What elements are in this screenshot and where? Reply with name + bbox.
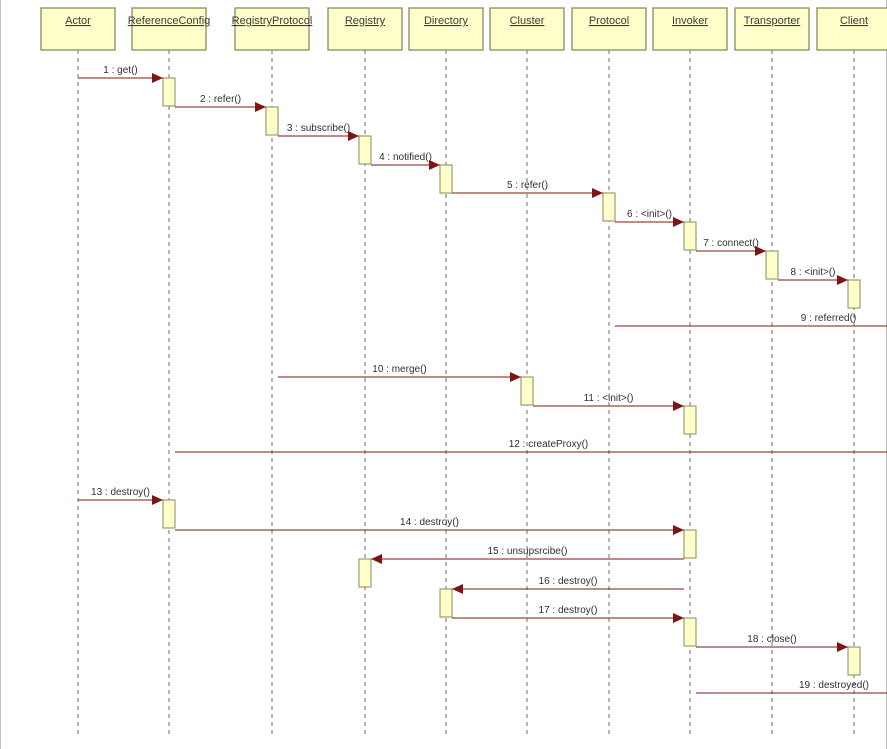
- activation-invoker-10: [683, 405, 697, 435]
- activation-invoker-15: [683, 617, 697, 647]
- activation-client-16: [847, 646, 861, 676]
- message-2-arrowhead: [255, 102, 266, 112]
- message-4-arrowhead: [429, 160, 440, 170]
- lifeline-invoker-label: Invoker: [672, 15, 708, 27]
- message-15-arrowhead: [371, 554, 382, 564]
- lifeline-registry-label: Registry: [345, 15, 386, 27]
- message-16: 16 : destroy(): [452, 576, 684, 594]
- message-2-label: 2 : refer(): [200, 94, 241, 105]
- lifeline-actor-box[interactable]: [40, 7, 116, 51]
- lifeline-protocol-box[interactable]: [571, 7, 647, 51]
- lifeline-directory-label: Directory: [424, 15, 469, 27]
- lifeline-protocol-label: Protocol: [589, 15, 629, 27]
- activation-registryprotocol-2: [265, 106, 279, 136]
- message-19-label: 19 : destroyed(): [799, 680, 869, 691]
- activation-registry-13: [358, 558, 372, 588]
- message-5-arrowhead: [592, 188, 603, 198]
- lifeline-invoker-box[interactable]: [652, 7, 728, 51]
- message-18-label: 18 : close(): [747, 634, 796, 645]
- message-11: 11 : <init>(): [533, 393, 684, 411]
- lifeline-registryprotocol-label: RegistryProtocol: [232, 15, 313, 27]
- message-9: 9 : referred(): [615, 313, 887, 327]
- message-7: 7 : connect(): [696, 238, 766, 256]
- message-15-label: 15 : unsupsrcibe(): [487, 546, 567, 557]
- messages-layer: 1 : get() 2 : refer() 3 : subscribe() 4 : n…: [78, 65, 887, 694]
- activation-registry-3: [358, 135, 372, 165]
- message-2: 2 : refer(): [175, 94, 266, 112]
- lifeline-client-box[interactable]: [816, 7, 887, 51]
- message-11-label: 11 : <init>(): [584, 393, 634, 404]
- message-1: 1 : get(): [78, 65, 163, 83]
- message-4: 4 : notified(): [371, 152, 440, 170]
- activation-directory-14: [439, 588, 453, 618]
- activation-invoker-6: [683, 221, 697, 251]
- message-1-label: 1 : get(): [103, 65, 137, 76]
- message-12: 12 : createProxy(): [175, 439, 887, 453]
- message-14: 14 : destroy(): [175, 517, 684, 535]
- message-16-arrowhead: [452, 584, 463, 594]
- message-10-arrowhead: [510, 372, 521, 382]
- lifeline-client-label: Client: [840, 15, 868, 27]
- message-8-label: 8 : <init>(): [790, 267, 835, 278]
- message-13: 13 : destroy(): [78, 487, 163, 505]
- lifeline-referenceconfig-box[interactable]: [131, 7, 207, 51]
- message-6: 6 : <init>(): [615, 209, 684, 227]
- message-6-label: 6 : <init>(): [627, 209, 672, 220]
- message-19: 19 : destroyed(): [696, 680, 887, 694]
- message-18-arrowhead: [837, 642, 848, 652]
- message-18: 18 : close(): [696, 634, 848, 652]
- activation-referenceconfig-1: [162, 77, 176, 107]
- message-3-arrowhead: [348, 131, 359, 141]
- message-6-arrowhead: [673, 217, 684, 227]
- message-17-arrowhead: [673, 613, 684, 623]
- message-8: 8 : <init>(): [778, 267, 848, 285]
- message-13-label: 13 : destroy(): [91, 487, 150, 498]
- activation-transporter-7: [765, 250, 779, 280]
- lifeline-actor-label: Actor: [65, 15, 91, 27]
- message-13-arrowhead: [152, 495, 163, 505]
- message-7-label: 7 : connect(): [703, 238, 759, 249]
- message-17: 17 : destroy(): [452, 605, 684, 623]
- lifeline-directory-box[interactable]: [408, 7, 484, 51]
- lifeline-registry-box[interactable]: [327, 7, 403, 51]
- message-3-label: 3 : subscribe(): [287, 123, 350, 134]
- message-5: 5 : refer(): [452, 180, 603, 198]
- message-5-label: 5 : refer(): [507, 180, 548, 191]
- activation-client-8: [847, 279, 861, 309]
- message-16-label: 16 : destroy(): [539, 576, 598, 587]
- activation-protocol-5: [602, 192, 616, 222]
- lifeline-registryprotocol-box[interactable]: [234, 7, 310, 51]
- message-12-label: 12 : createProxy(): [509, 439, 588, 450]
- lifeline-referenceconfig-label: ReferenceConfig: [128, 15, 211, 27]
- message-3: 3 : subscribe(): [278, 123, 359, 141]
- lifeline-transporter-label: Transporter: [744, 15, 801, 27]
- lifeline-cluster-box[interactable]: [489, 7, 565, 51]
- message-8-arrowhead: [837, 275, 848, 285]
- lifeline-cluster-label: Cluster: [510, 15, 545, 27]
- message-9-label: 9 : referred(): [801, 313, 857, 324]
- activations-layer: [162, 77, 861, 676]
- message-17-label: 17 : destroy(): [539, 605, 598, 616]
- activation-invoker-12: [683, 529, 697, 559]
- message-10: 10 : merge(): [278, 364, 521, 382]
- message-11-arrowhead: [673, 401, 684, 411]
- activation-directory-4: [439, 164, 453, 194]
- message-1-arrowhead: [152, 73, 163, 83]
- message-14-arrowhead: [673, 525, 684, 535]
- message-14-label: 14 : destroy(): [400, 517, 459, 528]
- lifeline-transporter-box[interactable]: [734, 7, 810, 51]
- message-7-arrowhead: [755, 246, 766, 256]
- activation-referenceconfig-11: [162, 499, 176, 529]
- message-10-label: 10 : merge(): [372, 364, 426, 375]
- message-15: 15 : unsupsrcibe(): [371, 546, 684, 564]
- message-4-label: 4 : notified(): [379, 152, 432, 163]
- activation-cluster-9: [520, 376, 534, 406]
